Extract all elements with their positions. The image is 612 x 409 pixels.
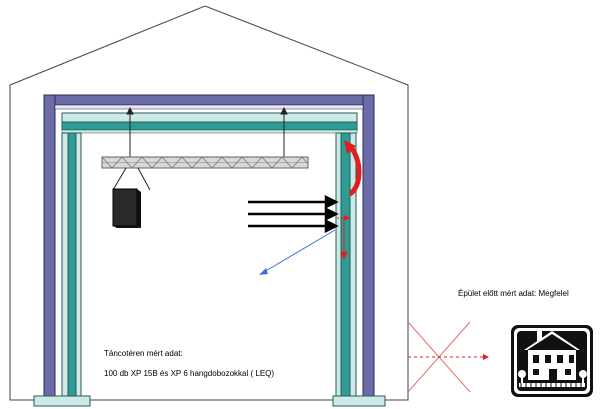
- outside-dashed-arrow: [408, 354, 489, 360]
- outside-building-measurement: Épület előtt mért adat: Megfelel: [458, 289, 569, 298]
- flanking-arrow-icon: [344, 140, 362, 197]
- inner-frame: [61, 112, 358, 398]
- right-footing: [332, 395, 386, 407]
- dancefloor-measurement-description: 100 db XP 15B és XP 6 hangdobozokkal ( L…: [104, 369, 275, 378]
- sound-arrows: [248, 194, 339, 234]
- lighting-truss: [101, 156, 309, 169]
- speaker-suspension: [112, 167, 151, 191]
- speaker-box-icon: [112, 188, 141, 228]
- dancefloor-measurement-title: Táncotéren mért adat:: [104, 349, 183, 358]
- left-footing: [33, 395, 91, 407]
- truss-hangers: [126, 106, 288, 157]
- house-icon: [511, 325, 593, 397]
- transmission-arrows: [337, 214, 351, 261]
- reflection-arrow: [259, 229, 336, 275]
- outer-frame: [43, 94, 375, 398]
